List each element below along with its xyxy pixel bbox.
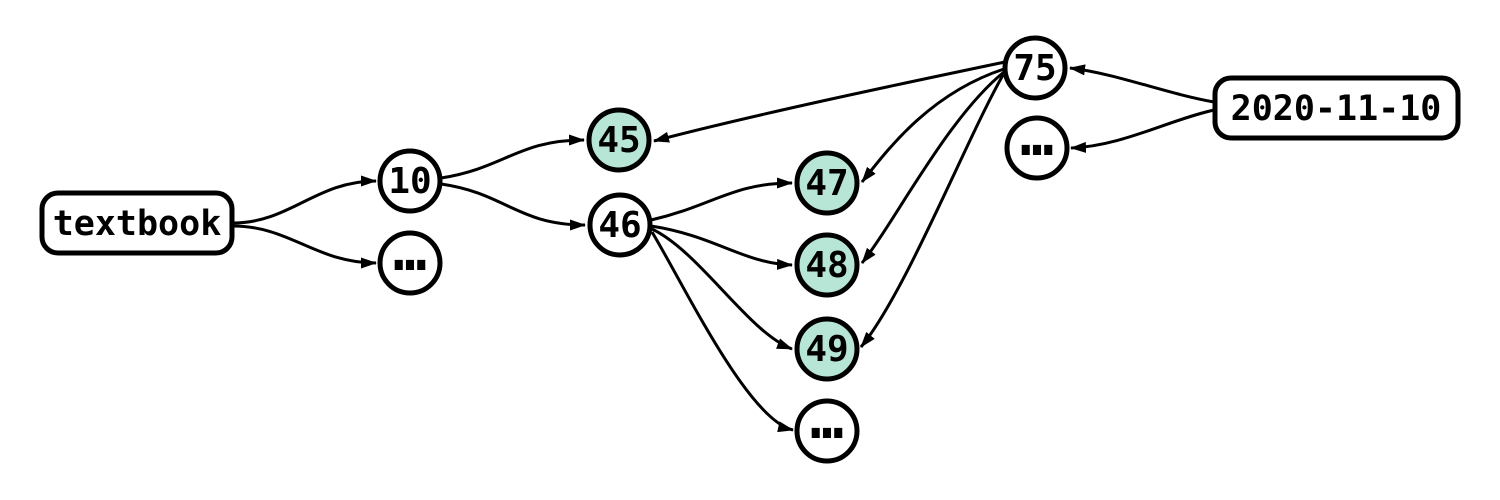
node-49: 49 [794,316,860,382]
node-45: 45 [586,107,652,173]
node-ellipsis-after-46-label: … [810,387,844,452]
node-45-label: 45 [597,120,640,161]
node-49-circle [794,316,860,382]
node-75-circle [1002,35,1068,101]
node-10-label: 10 [388,161,431,202]
edge-n46-ellipsis [650,231,794,433]
edge-n46-n49 [651,227,793,351]
node-47-circle [794,150,860,216]
date-box [1212,75,1461,141]
textbook-label: textbook [53,204,222,244]
node-ellipsis-after-75: … [1004,104,1070,181]
node-46: 46 [587,192,653,258]
node-45-circle [586,107,652,173]
node-ellipsis-after-46: … [794,387,860,464]
node-ellipsis-after-75-circle [1004,115,1070,181]
node-47: 47 [794,150,860,216]
node-date: 2020-11-10 [1212,75,1461,141]
date-label: 2020-11-10 [1231,89,1442,129]
edge-textbook-n10 [232,175,377,225]
edge-n75-n47 [860,67,1005,183]
node-ellipsis-after-10: … [377,219,443,296]
edge-n10-n46 [440,182,586,231]
edge-n75-n48 [860,70,1005,264]
node-75: 75 [1002,35,1068,101]
node-48: 48 [794,232,860,298]
node-49-label: 49 [805,329,848,370]
node-ellipsis-after-10-label: … [393,219,427,284]
node-ellipsis-after-46-circle [794,398,860,464]
edge-n46-n47 [650,177,793,222]
nodes-layer: textbook 10 … 45 46 47 [39,35,1461,464]
node-47-label: 47 [805,163,848,204]
node-75-label: 75 [1013,48,1056,89]
edge-n10-n45 [440,134,585,180]
edge-n46-n48 [650,224,793,270]
node-textbook: textbook [39,190,235,256]
edge-n75-n45 [653,60,1006,143]
edge-textbook-ellipsis [232,224,377,269]
node-10: 10 [377,148,443,214]
edge-date-n75 [1069,64,1215,104]
edge-n75-n49 [859,74,1005,348]
node-10-circle [377,148,443,214]
node-ellipsis-after-10-circle [377,230,443,296]
edge-date-ellipsis [1070,108,1215,153]
node-46-label: 46 [598,205,641,246]
node-48-circle [794,232,860,298]
node-46-circle [587,192,653,258]
edges-layer [232,60,1215,433]
node-48-label: 48 [805,245,848,286]
textbook-box [39,190,235,256]
node-ellipsis-after-75-label: … [1020,104,1054,169]
